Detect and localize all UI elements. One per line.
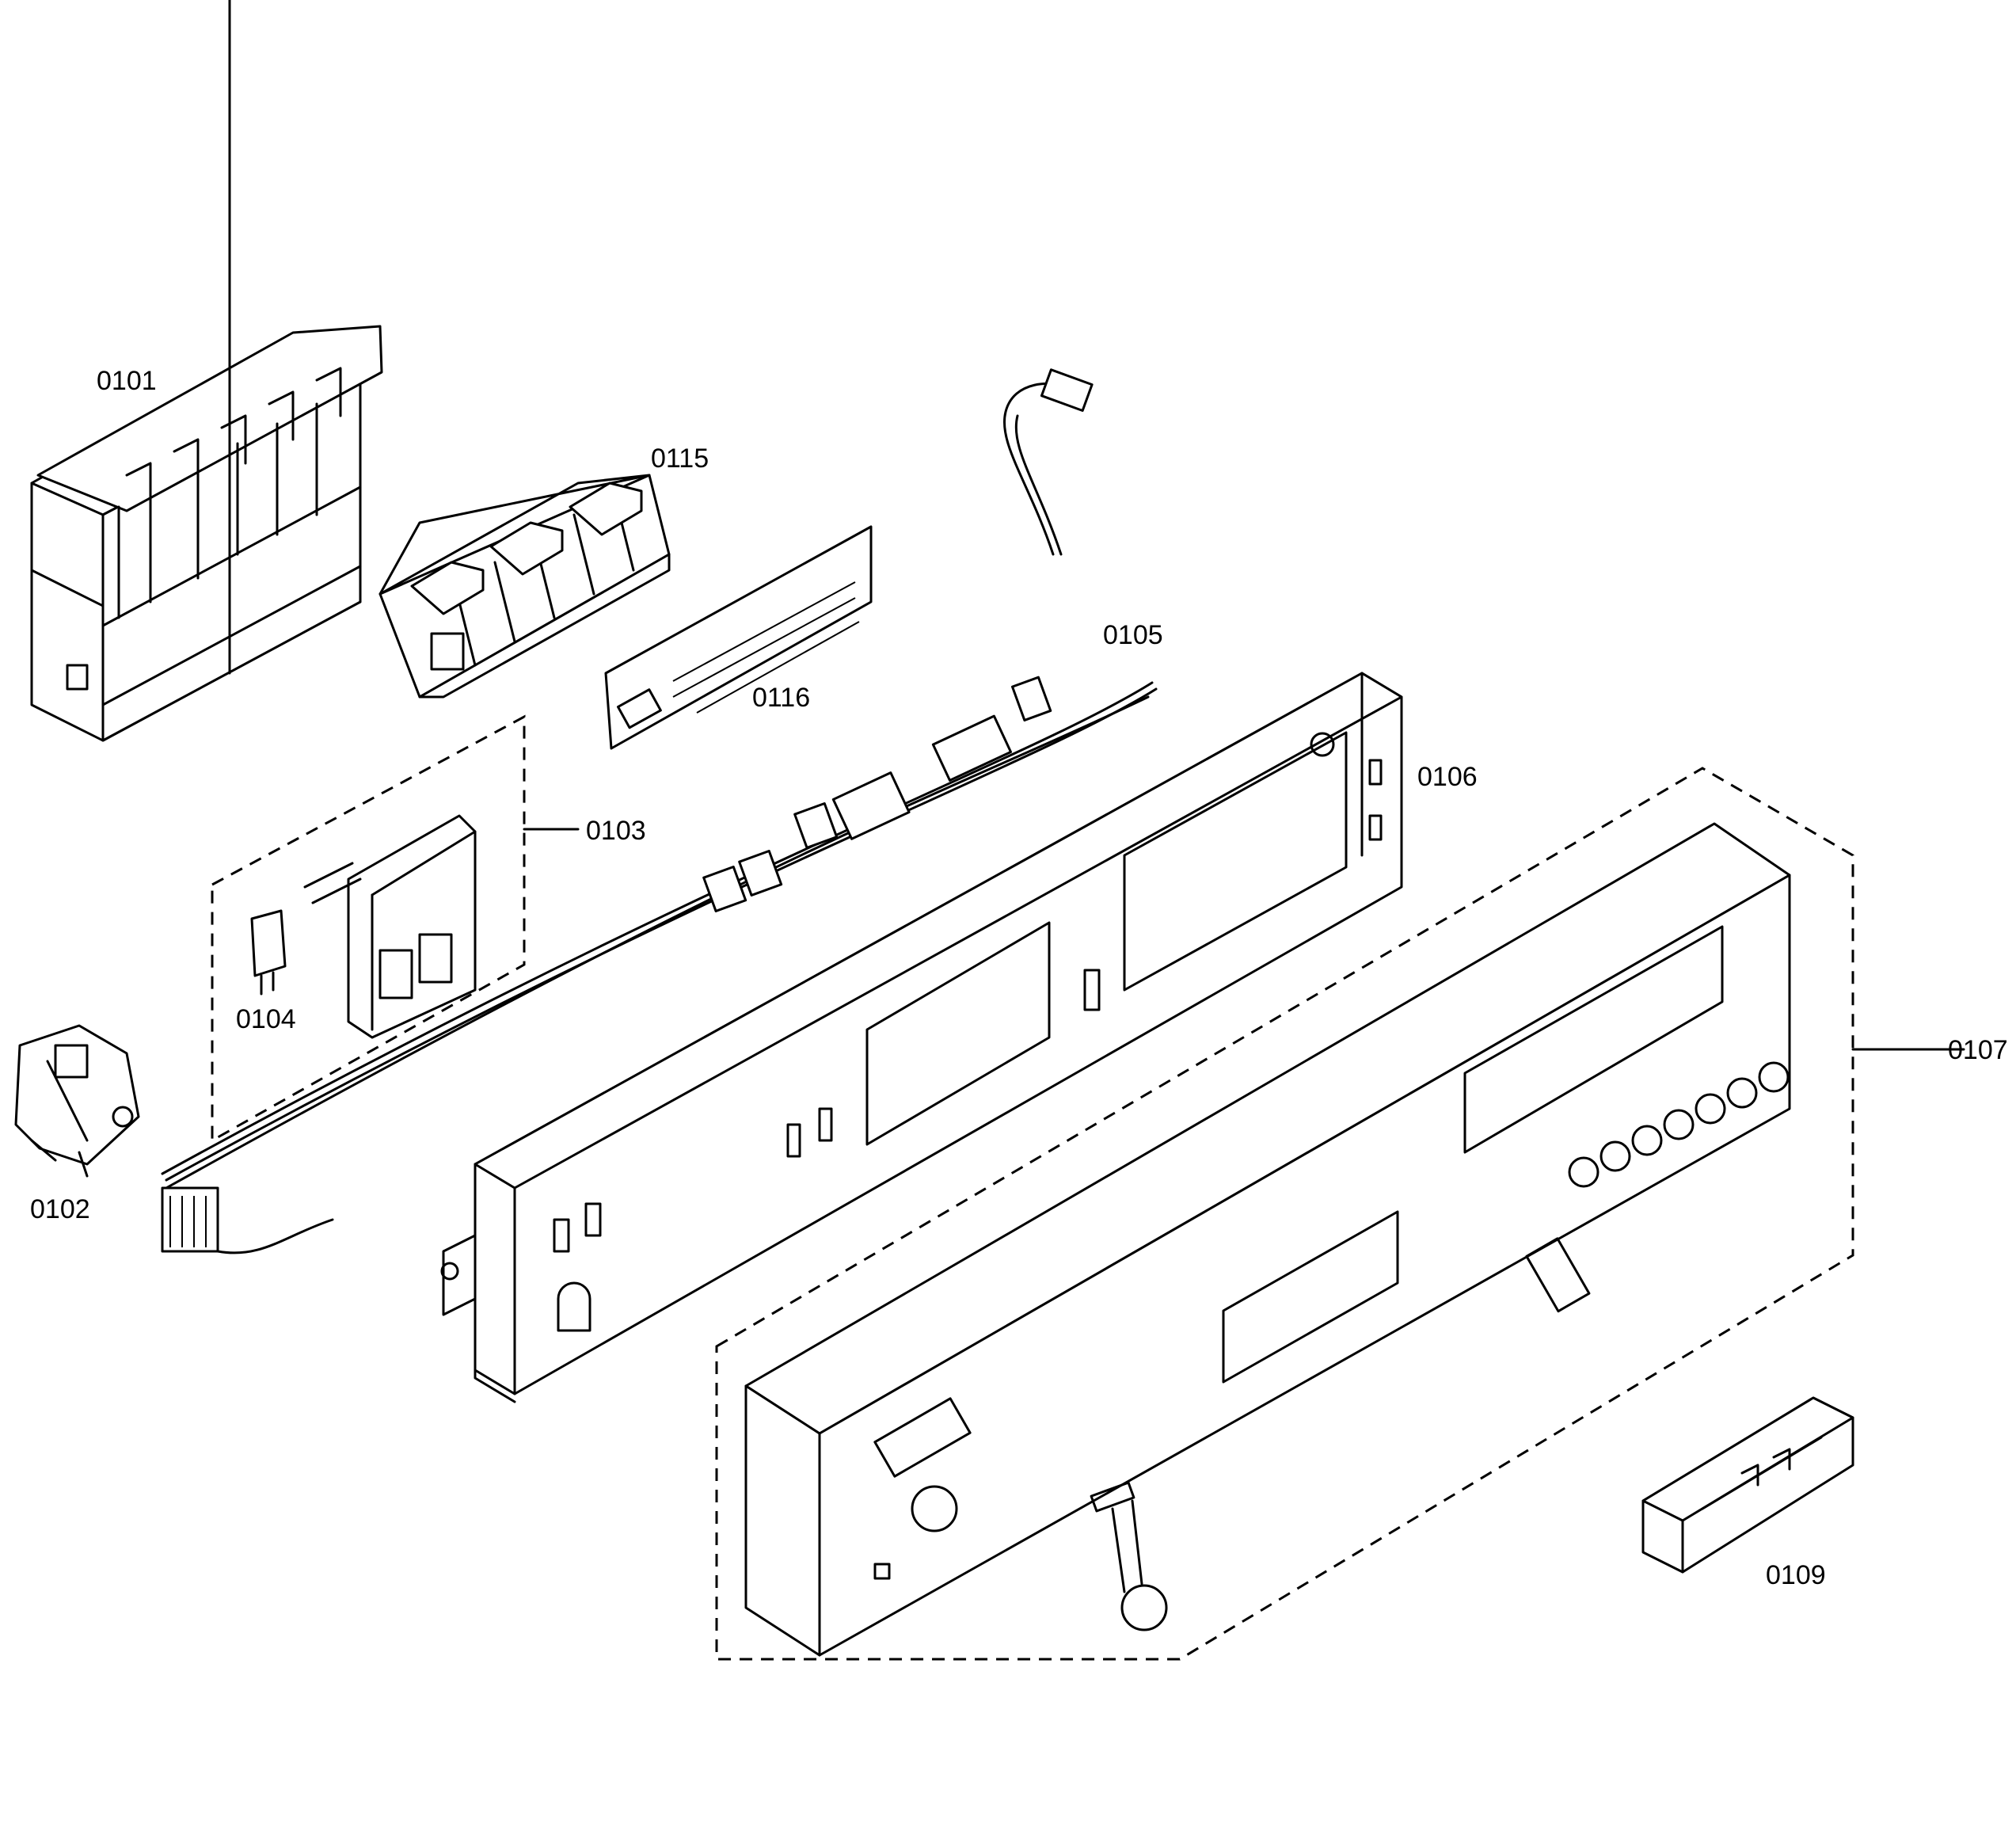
- label-0101: 0101: [97, 366, 157, 396]
- label-0105: 0105: [1103, 620, 1163, 650]
- part-0115-button-block: [378, 474, 671, 699]
- part-0102-latch: [14, 1024, 140, 1178]
- part-0107-front-panel-group: [715, 767, 1965, 1661]
- part-0101-control-module: [30, 0, 383, 742]
- label-0106: 0106: [1417, 762, 1478, 792]
- label-0115: 0115: [651, 444, 709, 474]
- part-0116-label-strip: [604, 525, 873, 750]
- front-panel: [744, 822, 1791, 1657]
- label-0109: 0109: [1766, 1560, 1826, 1590]
- part-0103-door-lock-group: [211, 714, 580, 1143]
- label-0104: 0104: [236, 1004, 296, 1034]
- label-0116: 0116: [752, 683, 810, 713]
- part-0106-frame: [440, 672, 1403, 1403]
- knob: [1090, 1481, 1168, 1631]
- part-0109-module: [1641, 1396, 1854, 1574]
- label-0107: 0107: [1948, 1035, 2008, 1065]
- label-0103: 0103: [586, 816, 646, 846]
- part-0104-switch: [250, 909, 287, 996]
- door-lock-assembly: [303, 814, 477, 1039]
- part-0105-wire-harness: [161, 368, 1158, 1254]
- label-0102: 0102: [30, 1194, 90, 1224]
